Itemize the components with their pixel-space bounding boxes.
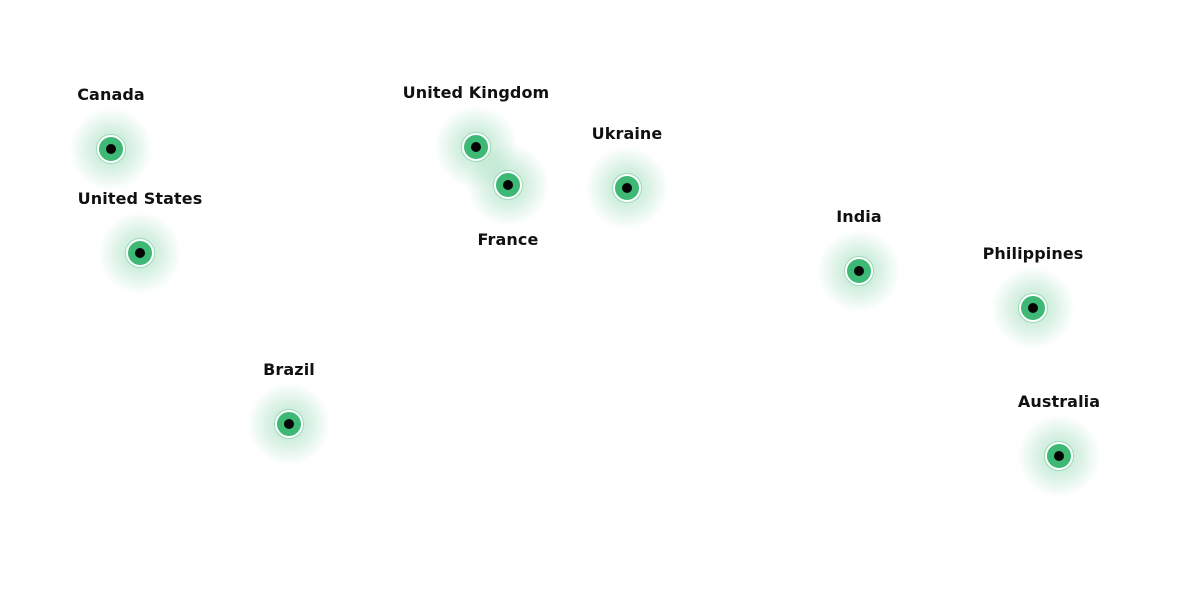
location-label-canada: Canada xyxy=(77,85,145,104)
location-pin-icon[interactable] xyxy=(494,171,522,199)
location-label-united-states: United States xyxy=(77,189,203,208)
location-pin-icon[interactable] xyxy=(845,257,873,285)
location-pin-icon[interactable] xyxy=(1019,294,1047,322)
location-pin-icon[interactable] xyxy=(126,239,154,267)
location-label-australia: Australia xyxy=(1017,392,1101,411)
location-label-brazil: Brazil xyxy=(263,360,315,379)
location-pin-icon[interactable] xyxy=(97,135,125,163)
location-pin-icon[interactable] xyxy=(613,174,641,202)
location-label-philippines: Philippines xyxy=(982,244,1084,263)
location-label-france: France xyxy=(477,230,539,249)
location-label-ukraine: Ukraine xyxy=(591,124,663,143)
location-label-india: India xyxy=(836,207,882,226)
location-pin-icon[interactable] xyxy=(1045,442,1073,470)
location-pin-icon[interactable] xyxy=(462,133,490,161)
location-label-united-kingdom: United Kingdom xyxy=(402,83,550,102)
location-pin-icon[interactable] xyxy=(275,410,303,438)
